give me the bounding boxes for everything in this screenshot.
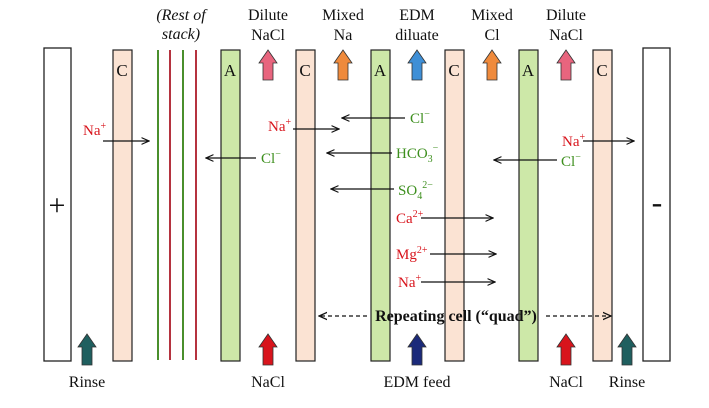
ion-label-so4: SO42− xyxy=(398,180,433,202)
bottom-stream-2-label: NaCl xyxy=(251,374,285,391)
cation-membrane-label: C xyxy=(299,61,310,80)
top-stream-3-line-1: EDM xyxy=(399,7,435,24)
up-arrow-icon xyxy=(333,49,353,81)
cation-membrane-2 xyxy=(295,49,316,362)
cation-membrane-label: C xyxy=(116,61,127,80)
ion-label-left-na: Na+ xyxy=(83,121,107,139)
anion-membrane-3 xyxy=(518,49,539,362)
ion-label-right-na: Na+ xyxy=(562,132,586,150)
ion-label-left-cl: Cl− xyxy=(261,149,281,167)
cathode-symbol: - xyxy=(652,184,663,220)
top-stream-2-line-1: Mixed xyxy=(322,7,364,24)
bottom-stream-4-label: NaCl xyxy=(549,374,583,391)
cation-membrane-label: C xyxy=(596,61,607,80)
anion-membrane-label: A xyxy=(224,61,237,80)
bottom-stream-1-label: Rinse xyxy=(69,374,105,391)
up-arrow-icon xyxy=(556,49,576,81)
up-arrow-icon xyxy=(407,49,427,81)
bottom-stream-5-label: Rinse xyxy=(609,374,645,391)
top-stream-5-line-2: NaCl xyxy=(549,27,583,44)
up-arrow-icon xyxy=(258,333,278,366)
anion-membrane-2 xyxy=(370,49,391,362)
cation-membrane-4 xyxy=(592,49,613,362)
anode-symbol: + xyxy=(49,189,66,222)
anion-membrane-label: A xyxy=(374,61,387,80)
top-stream-3-line-2: diluate xyxy=(395,27,439,44)
cathode-electrode xyxy=(642,47,671,362)
up-arrow-icon xyxy=(258,49,278,81)
ion-label-hco3: HCO3− xyxy=(396,143,439,165)
ion-label-ca: Ca2+ xyxy=(396,209,424,227)
top-stream-4-line-2: Cl xyxy=(484,27,500,44)
up-arrow-icon xyxy=(556,333,576,366)
cation-membrane-1 xyxy=(112,49,133,362)
anion-membrane-1 xyxy=(220,49,241,362)
up-arrow-icon xyxy=(77,333,97,366)
repeating-cell-label: Repeating cell (“quad”) xyxy=(375,308,537,325)
anion-membrane-label: A xyxy=(522,61,535,80)
stack-note-line-1: (Rest of xyxy=(156,7,208,24)
stack-note-line-2: stack) xyxy=(162,26,200,43)
ion-label-right-cl: Cl− xyxy=(561,152,581,170)
top-stream-2-line-2: Na xyxy=(334,27,353,44)
top-stream-1-line-1: Dilute xyxy=(248,7,288,24)
top-stream-5-line-1: Dilute xyxy=(546,7,586,24)
bottom-stream-3-label: EDM feed xyxy=(383,374,450,391)
ion-label-na2: Na+ xyxy=(398,273,422,291)
ion-label-mid-na: Na+ xyxy=(268,117,292,135)
anode-electrode xyxy=(43,47,72,362)
cation-membrane-3 xyxy=(444,49,465,362)
ion-label-mg: Mg2+ xyxy=(396,245,428,263)
up-arrow-icon xyxy=(617,333,637,366)
ion-label-cl: Cl− xyxy=(410,109,430,127)
cation-membrane-label: C xyxy=(448,61,459,80)
top-stream-4-line-1: Mixed xyxy=(471,7,513,24)
top-stream-1-line-2: NaCl xyxy=(251,27,285,44)
up-arrow-icon xyxy=(482,49,502,81)
up-arrow-icon xyxy=(407,333,427,366)
